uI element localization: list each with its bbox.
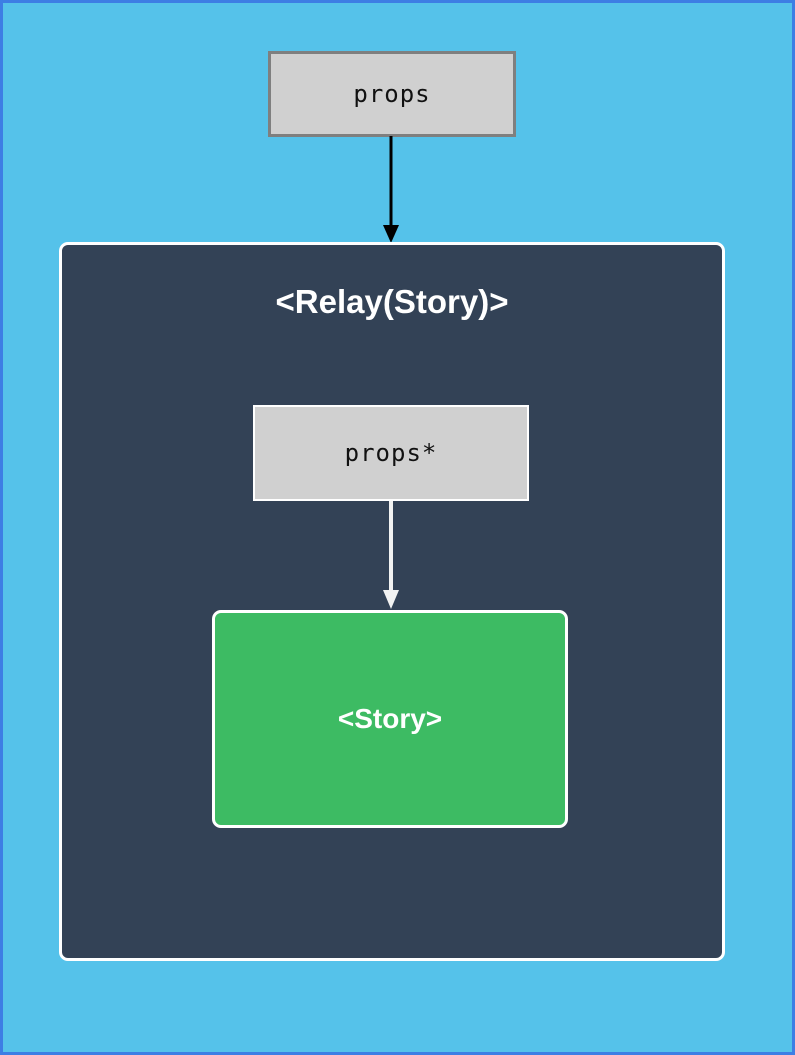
props-star-node-label: props* (344, 439, 438, 467)
story-node: <Story> (212, 610, 568, 828)
arrow-head-icon (383, 590, 399, 609)
arrow-props-to-relay (382, 136, 400, 243)
relay-container-title: <Relay(Story)> (275, 283, 509, 320)
story-node-label: <Story> (337, 703, 443, 734)
props-star-node: props* (253, 405, 529, 501)
arrow-shaft (389, 501, 393, 591)
arrow-head-icon (383, 225, 399, 243)
props-node-label: props (353, 80, 431, 108)
relay-story-container-node: <Relay(Story)> props* <Story> (59, 242, 725, 961)
arrow-props-star-to-story (382, 501, 400, 609)
arrow-shaft (389, 136, 393, 226)
props-node: props (268, 51, 516, 137)
